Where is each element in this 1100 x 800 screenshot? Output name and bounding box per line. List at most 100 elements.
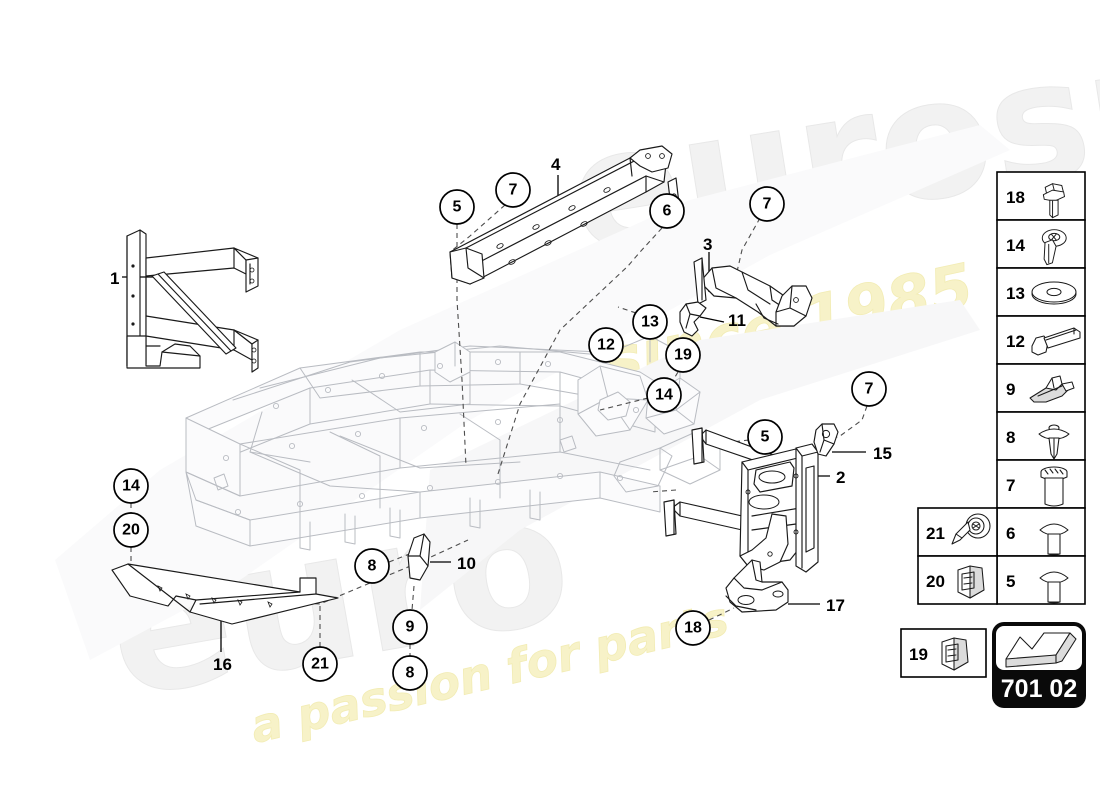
legend-row-8[interactable]: 8: [996, 411, 1086, 461]
leader-label-11: 11: [728, 311, 746, 330]
leader-13: [617, 306, 637, 314]
callout-bubble-14-left[interactable]: 14: [113, 468, 149, 504]
callout-label: 18: [684, 620, 702, 637]
legend-number: 13: [1006, 284, 1025, 303]
callout-label: 6: [663, 203, 672, 220]
leader-label-16: 16: [213, 655, 232, 674]
u-clip-nut-icon: [957, 565, 985, 599]
callout-bubble-18[interactable]: 18: [675, 610, 711, 646]
callout-label: 21: [311, 656, 329, 673]
callout-label: 14: [655, 387, 673, 404]
part-11-small-clip: [679, 301, 707, 337]
part-17-lower-bracket: [725, 559, 789, 613]
legend-row-9[interactable]: 9: [996, 363, 1086, 413]
legend-number: 18: [1006, 188, 1025, 207]
leader-5-right-2: [649, 489, 677, 493]
legend-number: 14: [1006, 236, 1025, 255]
shoulder-bolt-icon: [1031, 327, 1081, 356]
legend-row-21[interactable]: 21: [917, 507, 998, 557]
callout-label: 12: [597, 337, 615, 354]
callout-bubble-6[interactable]: 6: [649, 193, 685, 229]
leader-7-right: [735, 217, 761, 293]
callout-bubble-20[interactable]: 20: [113, 512, 149, 548]
legend-row-7[interactable]: 7: [996, 459, 1086, 509]
flat-washer-icon: [1031, 281, 1077, 305]
legend-number: 9: [1006, 380, 1015, 399]
part-2-headlamp-carrier: [663, 427, 819, 573]
leader-label-15: 15: [873, 444, 892, 463]
legend-number: 7: [1006, 476, 1015, 495]
callout-bubble-21[interactable]: 21: [302, 646, 338, 682]
part-3-curved-bracket: [693, 257, 813, 327]
callout-bubble-12[interactable]: 12: [588, 327, 624, 363]
legend-row-19[interactable]: 19: [900, 628, 987, 678]
callout-bubble-5-right[interactable]: 5: [747, 419, 783, 455]
legend-column-main: 18 14: [996, 171, 1086, 605]
part-group-3d-icon: [1005, 632, 1077, 668]
part-group-badge[interactable]: 701 02: [992, 622, 1086, 708]
callout-label: 7: [763, 196, 772, 213]
leader-label-2: 2: [836, 468, 845, 487]
leader-label-17: 17: [826, 596, 845, 615]
leader-6: [497, 227, 663, 475]
legend-row-18[interactable]: 18: [996, 171, 1086, 221]
callout-label: 5: [761, 429, 770, 446]
legend-row-14[interactable]: 14: [996, 219, 1086, 269]
callout-bubble-7-r2[interactable]: 7: [851, 371, 887, 407]
legend-number: 6: [1006, 524, 1015, 543]
part-16-under-shield: [111, 563, 339, 625]
legend-number: 8: [1006, 428, 1015, 447]
callout-bubble-5-top[interactable]: 5: [439, 189, 475, 225]
callout-bubble-8-top[interactable]: 8: [354, 548, 390, 584]
leader-label-3: 3: [703, 235, 712, 254]
leader-18: [708, 607, 735, 621]
legend-number: 12: [1006, 332, 1025, 351]
callout-bubble-13[interactable]: 13: [632, 304, 668, 340]
legend-row-13[interactable]: 13: [996, 267, 1086, 317]
part-4-upper-cross-beam: [449, 145, 681, 285]
round-head-rivet-icon: [1039, 523, 1069, 556]
torx-flange-screw-icon: [1041, 229, 1067, 266]
callout-bubble-9[interactable]: 9: [392, 609, 428, 645]
callout-label: 8: [406, 665, 415, 682]
callout-bubble-14-mid[interactable]: 14: [646, 377, 682, 413]
legend-row-20[interactable]: 20: [917, 555, 998, 605]
callout-bubble-7-right[interactable]: 7: [749, 186, 785, 222]
callout-label: 7: [865, 381, 874, 398]
front-frame-assembly: [185, 335, 721, 551]
callout-label: 8: [368, 558, 377, 575]
push-rivet-icon: [1038, 424, 1070, 460]
knurled-pin-icon: [1040, 466, 1068, 507]
plastic-pin-rivet-icon: [951, 513, 991, 545]
callout-bubble-8-bot[interactable]: 8: [392, 655, 428, 691]
callout-label: 13: [641, 314, 659, 331]
part-10-wedge-clip: [407, 533, 431, 581]
leader-label-1: 1: [110, 269, 119, 288]
callout-bubble-7-top[interactable]: 7: [495, 172, 531, 208]
legend-row-5[interactable]: 5: [996, 555, 1086, 605]
spring-clip-icon: [1029, 375, 1075, 403]
callout-label: 5: [453, 199, 462, 216]
callout-label: 14: [122, 478, 140, 495]
callout-label: 9: [406, 619, 415, 636]
round-head-rivet-icon: [1039, 571, 1069, 604]
legend-column-second: 21 20: [917, 507, 998, 605]
badge-number: 701 02: [1001, 675, 1077, 703]
callout-label: 20: [122, 522, 140, 539]
legend-row-6[interactable]: 6: [996, 507, 1086, 557]
callout-label: 19: [674, 347, 692, 364]
hex-flange-bolt-icon: [1042, 183, 1066, 219]
leader-label-4: 4: [551, 155, 561, 174]
callout-bubble-19[interactable]: 19: [665, 337, 701, 373]
legend-number: 21: [926, 524, 945, 543]
leader-7-top: [449, 204, 506, 253]
legend-number: 20: [926, 572, 945, 591]
part-1-support-bracket: [126, 229, 259, 373]
u-clip-nut-icon: [941, 637, 969, 671]
legend-row-12[interactable]: 12: [996, 315, 1086, 365]
